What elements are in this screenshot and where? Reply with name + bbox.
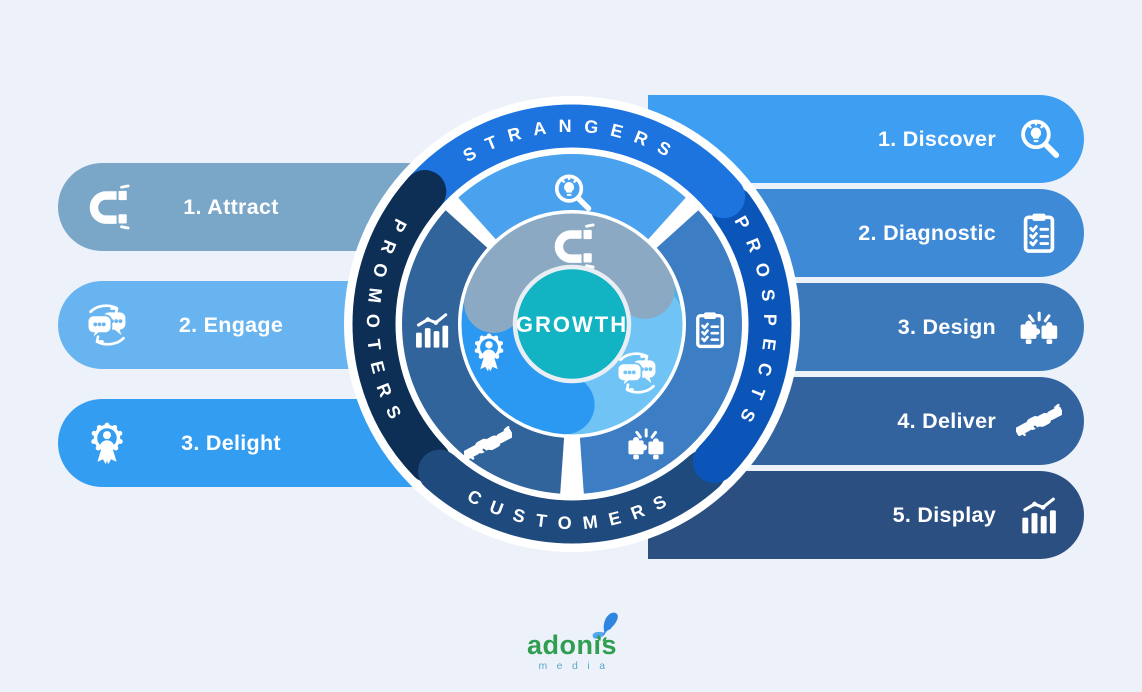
- logo-tagline: media: [538, 660, 615, 672]
- step-label-engage: 2. Engage: [178, 312, 284, 337]
- bar-chart-icon: [1016, 492, 1062, 538]
- award-badge-icon: [84, 420, 130, 466]
- chat-bubbles-icon: [84, 302, 130, 348]
- puzzle-icon: [1016, 304, 1062, 350]
- handshake-icon: [1016, 398, 1062, 444]
- step-label-display: 5. Display: [892, 502, 996, 527]
- step-label-delight: 3. Delight: [181, 430, 281, 455]
- step-label-deliver: 4. Deliver: [897, 408, 996, 433]
- growth-label: GROWTH: [516, 312, 628, 337]
- step-pill-delight: 3. Delight: [58, 399, 430, 487]
- clipboard-checklist-icon: [1016, 210, 1062, 256]
- logo: adonis media: [497, 612, 647, 672]
- search-bulb-icon: [1016, 116, 1062, 162]
- step-label-discover: 1. Discover: [877, 126, 996, 151]
- step-label-diagnostic: 2. Diagnostic: [858, 220, 996, 245]
- magnet-icon: [84, 184, 130, 230]
- growth-circle: [512, 264, 632, 384]
- step-pill-attract: 1. Attract: [58, 163, 430, 251]
- step-label-attract: 1. Attract: [183, 194, 279, 219]
- butterfly-icon: [592, 612, 618, 642]
- growth-flywheel: STRANGERS PROSPECTS CUSTOMERS PROMOTERS: [344, 96, 800, 552]
- step-label-design: 3. Design: [897, 314, 996, 339]
